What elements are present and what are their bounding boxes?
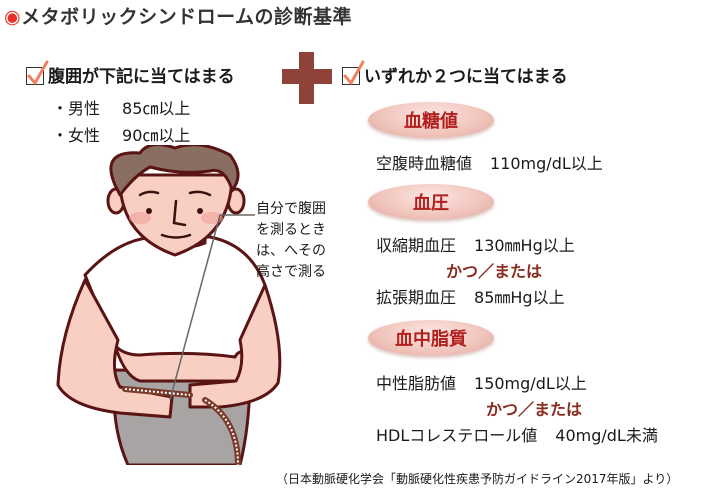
- and-or-connector: かつ／または: [486, 400, 583, 419]
- source-citation: （日本動脈硬化学会「動脈硬化性疾患予防ガイドライン2017年版」より）: [276, 472, 679, 486]
- page-title: ◉メタボリックシンドロームの診断基準: [4, 6, 353, 28]
- measure-note: 自分で腹囲 を測るとき は、へその 高さで測る: [256, 201, 326, 280]
- two-or-more-heading: いずれか２つに当てはまる: [342, 60, 568, 87]
- checkbox-check-icon: [26, 60, 49, 85]
- pill-blood-pressure: 血圧: [368, 184, 494, 220]
- pill-blood-sugar: 血糖値: [368, 102, 494, 138]
- pill-blood-lipids: 血中脂質: [368, 320, 494, 356]
- red-circle-icon: ◉: [4, 6, 22, 28]
- waist-heading: 腹囲が下記に当てはまる: [26, 60, 235, 87]
- checkbox-check-icon: [342, 60, 365, 85]
- man-measuring-waist-illustration: [40, 142, 300, 469]
- and-or-connector: かつ／または: [446, 262, 543, 281]
- plus-icon: [282, 52, 332, 108]
